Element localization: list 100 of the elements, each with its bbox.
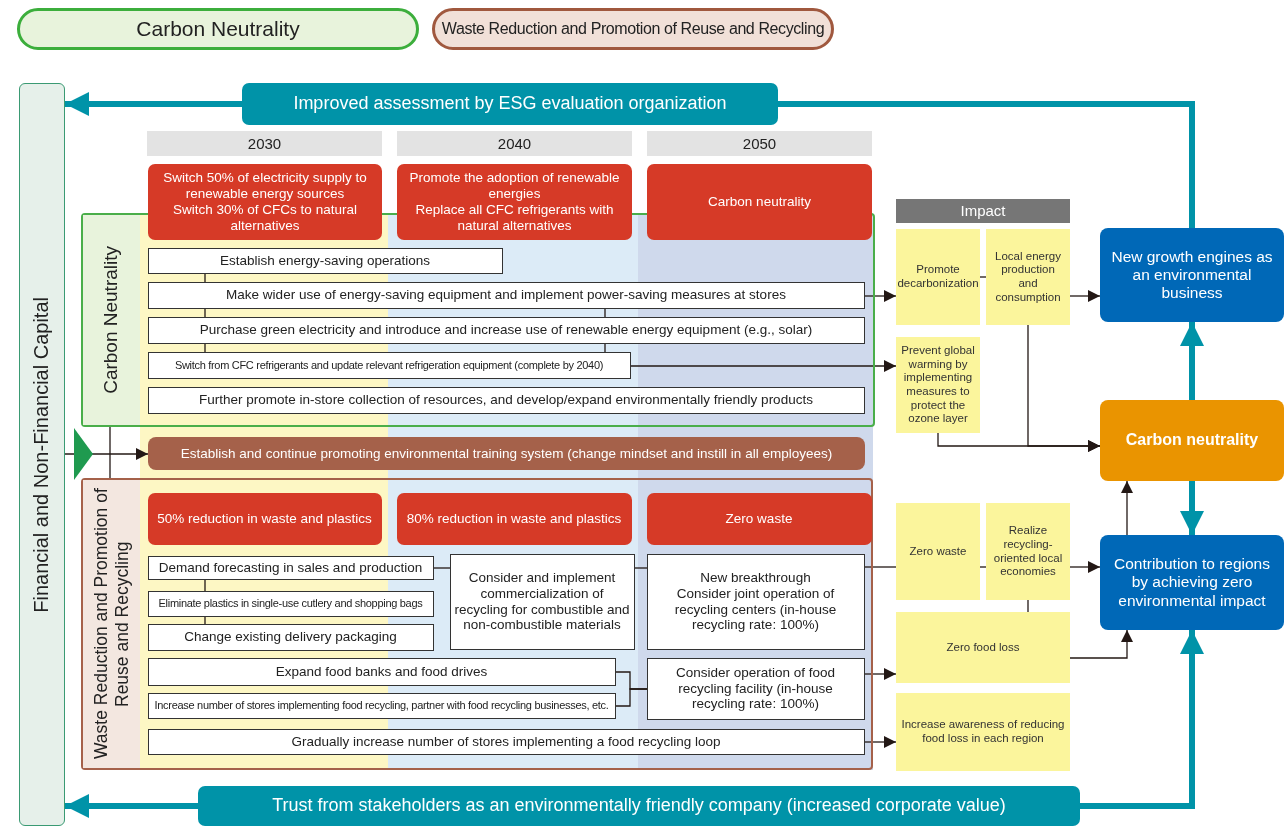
section-header xyxy=(896,199,1070,223)
node-text: Carbon neutrality xyxy=(1125,431,1259,450)
node-text: Prevent global warming by implementing measures to protect the ozone layer xyxy=(900,344,976,426)
node-text: Realize recycling-oriented local economies xyxy=(992,524,1064,579)
node-text: Make wider use of energy-saving equipment and implement power-saving measures at stores xyxy=(226,287,786,303)
connector-line xyxy=(778,101,1195,228)
arrow xyxy=(1121,480,1133,536)
measure-box xyxy=(646,553,865,650)
measure-box xyxy=(147,623,434,651)
group-panel xyxy=(81,478,873,770)
arrow xyxy=(1069,561,1101,573)
measure-box xyxy=(147,281,865,309)
node-text: Switch from CFC refrigerants and update relevant refrigeration equipment (complete by 2040) xyxy=(174,358,604,372)
arrow xyxy=(1080,630,1204,809)
arrow xyxy=(1069,290,1101,302)
node-text: 2040 xyxy=(497,134,532,153)
connector-line xyxy=(604,308,606,318)
node-text: Expand food banks and food drives xyxy=(275,663,488,680)
connector-line xyxy=(204,273,206,283)
target-box xyxy=(396,492,632,545)
node-text: Financial and Non-Financial Capital xyxy=(30,296,54,613)
group-title: Waste Reduction and Promotion of Reuse and Recycling xyxy=(90,487,133,762)
node-text: 2050 xyxy=(742,134,777,153)
target-box xyxy=(397,164,632,240)
node-text: New breakthrough xyxy=(700,569,811,586)
node-text: Promote the adoption of renewable energies xyxy=(408,170,621,202)
node-text: Change existing delivery packaging xyxy=(184,629,397,645)
impact-note xyxy=(896,612,1070,683)
connector-line xyxy=(979,566,987,568)
node-text: Gradually increase number of stores implementing a food recycling loop xyxy=(291,733,721,750)
node-text: Replace all CFC refrigerants with natural alternatives xyxy=(414,202,615,234)
target-box xyxy=(646,492,872,545)
connector-line xyxy=(204,579,206,592)
node-text: Consider operation of food recycling facility (in-house recycling rate: 100%) xyxy=(674,664,837,713)
node-text: Waste Reduction and Promotion of Reuse and Recycling xyxy=(441,19,825,39)
node-text: Increase number of stores implementing food recycling, partner with food recycling businesses, etc. xyxy=(154,699,609,712)
measure-box xyxy=(147,657,616,686)
node-text: Eliminate plastics in single-use cutlery and shopping bags xyxy=(158,597,423,610)
measure-box xyxy=(147,692,616,719)
node-text: Zero waste xyxy=(725,510,793,527)
arrow xyxy=(864,668,897,680)
node-text: Switch 50% of electricity supply to renewable energy sources xyxy=(162,170,368,202)
node-text: Purchase green electricity and introduce and increase use of renewable energy equipment (e.g., solar) xyxy=(199,322,813,338)
measure-box xyxy=(147,351,631,379)
arrow xyxy=(65,794,198,818)
connector-line xyxy=(604,343,606,353)
category-tag xyxy=(432,8,834,50)
node-text: Carbon neutrality xyxy=(708,194,811,210)
node-text: Contribution to regions by achieving zero environmental impact xyxy=(1113,555,1271,610)
node-text: Consider joint operation of recycling centers (in-house recycling rate: 100%) xyxy=(673,585,838,634)
outcome-box xyxy=(1100,400,1284,481)
node-text: Zero food loss xyxy=(946,640,1020,655)
impact-note xyxy=(896,229,980,325)
node-text: Establish energy-saving operations xyxy=(219,252,431,269)
connector-line xyxy=(615,688,648,707)
outcome-box xyxy=(1100,535,1284,630)
connector-line xyxy=(864,566,897,568)
arrow xyxy=(630,360,897,372)
year-header xyxy=(147,131,382,156)
connector-line xyxy=(204,616,206,625)
impact-note xyxy=(986,229,1070,325)
measure-box xyxy=(147,386,865,414)
category-tag xyxy=(17,8,419,50)
side-panel xyxy=(19,83,65,826)
connector-line xyxy=(634,567,648,569)
node-text: Trust from stakeholders as an environmentally friendly company (increased corporate value) xyxy=(272,795,1006,817)
node-text: Local energy production and consumption xyxy=(994,249,1062,305)
node-text: Zero waste xyxy=(909,544,967,559)
connector-line xyxy=(1027,599,1029,613)
node-text: 80% reduction in waste and plastics xyxy=(406,510,622,527)
measure-box xyxy=(147,316,865,344)
node-text: 2030 xyxy=(247,134,282,153)
impact-note xyxy=(896,337,980,433)
node-text: Consider and implement commercialization of recycling for combustible and non-combustible materials xyxy=(454,569,630,634)
measure-box xyxy=(449,553,635,650)
measure-box xyxy=(147,555,434,580)
group-title: Carbon Neutrality xyxy=(100,246,123,394)
arrow xyxy=(1180,322,1204,400)
node-text: Further promote in-store collection of resources, and develop/expand environmentally friendly products xyxy=(199,392,813,408)
node-text: Promote decarbonization xyxy=(897,263,979,291)
training-bar xyxy=(148,437,865,470)
arrow xyxy=(864,290,897,302)
measure-box xyxy=(147,590,434,617)
measure-box xyxy=(147,247,503,274)
connector-line xyxy=(979,276,987,278)
node-text: Impact xyxy=(960,202,1006,220)
target-box xyxy=(647,164,872,240)
target-box xyxy=(147,492,382,545)
banner xyxy=(242,83,778,125)
node-text: Improved assessment by ESG evaluation organization xyxy=(293,93,727,115)
impact-note xyxy=(896,693,1070,771)
target-box xyxy=(148,164,382,240)
arrow xyxy=(1180,481,1204,535)
outcome-box xyxy=(1100,228,1284,322)
node-text: 50% reduction in waste and plastics xyxy=(157,510,372,527)
node-text: Demand forecasting in sales and production xyxy=(158,559,423,576)
arrow xyxy=(937,432,1101,452)
arrow xyxy=(864,736,897,748)
impact-note xyxy=(986,503,1070,600)
node-text: New growth engines as an environmental business xyxy=(1110,247,1274,303)
